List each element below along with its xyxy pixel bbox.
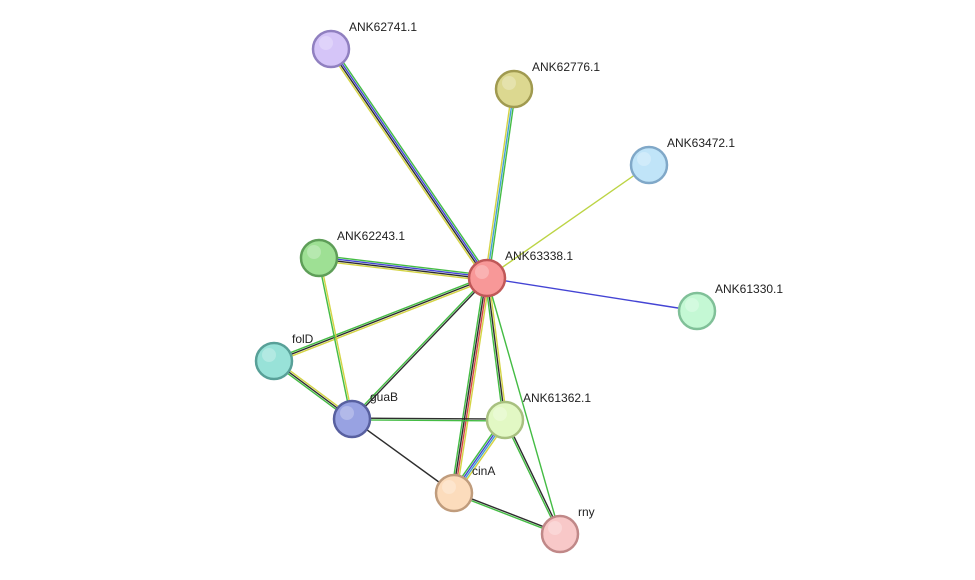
edge-evidence-line [505,419,562,534]
node-label: ANK62741.1 [349,20,417,34]
edge-evidence-line [317,258,352,420]
node-label: ANK63338.1 [505,249,573,263]
node-circle[interactable] [299,238,339,278]
node-ank61362-1[interactable]: ANK61362.1 [485,391,591,440]
edge-evidence-line [352,417,506,420]
node-ank61330-1[interactable]: ANK61330.1 [677,282,783,331]
node-circle[interactable] [311,29,351,69]
edge-evidence-line [318,259,487,282]
node-label: folD [292,332,314,346]
node-guab[interactable]: guaB [332,390,398,439]
node-label: rny [578,505,595,519]
edge-ank62243-1-guab [317,257,354,420]
edge-evidence-line [351,419,505,422]
node-highlight [475,265,489,279]
node-ank62243-1[interactable]: ANK62243.1 [299,229,405,278]
edge-evidence-line [273,277,488,362]
node-rny[interactable]: rny [540,505,595,554]
edge-evidence-line [486,88,515,279]
edge-evidence-line [488,89,517,279]
node-fold[interactable]: folD [254,332,314,381]
node-highlight [548,521,562,535]
node-highlight [262,348,276,362]
node-circle[interactable] [629,145,669,185]
edge-ank63338-1-cina [450,277,491,494]
node-ank63472-1[interactable]: ANK63472.1 [629,136,735,185]
node-circle[interactable] [494,69,534,109]
edge-evidence-line [486,164,650,279]
edge-evidence-line [486,277,561,535]
edge-evidence-line [328,50,486,280]
edge-ank63338-1-ank63472-1 [486,164,650,279]
node-circle[interactable] [254,341,294,381]
node-circle[interactable] [467,258,507,298]
node-label: ANK62243.1 [337,229,405,243]
node-label: ANK61330.1 [715,282,783,296]
edge-evidence-line [484,88,513,278]
edge-evidence-line [452,277,487,493]
edge-ank63338-1-fold [273,275,488,364]
node-label: cinA [472,464,495,478]
edge-evidence-line [329,49,487,279]
edge-evidence-line [319,256,488,278]
edge-evidence-line [351,418,455,494]
edge-ank63338-1-rny [486,277,561,535]
node-ank62776-1[interactable]: ANK62776.1 [494,60,600,109]
node-highlight [502,76,516,90]
node-label: ANK63472.1 [667,136,735,150]
nodes-layer: ANK62741.1ANK62776.1ANK63472.1ANK62243.1… [254,20,783,554]
node-circle[interactable] [434,473,474,513]
edge-evidence-line [318,258,487,280]
edge-evidence-line [488,277,508,420]
node-circle[interactable] [677,291,717,331]
edge-ank63338-1-ank61362-1 [484,277,508,421]
edge-evidence-line [274,279,488,364]
edge-evidence-line [503,420,560,535]
node-highlight [685,298,699,312]
edge-evidence-line [319,257,354,419]
node-ank62741-1[interactable]: ANK62741.1 [311,20,417,69]
node-label: ANK61362.1 [523,391,591,405]
edge-ank63338-1-ank62776-1 [484,88,517,279]
node-circle[interactable] [485,400,525,440]
node-highlight [637,152,651,166]
node-label: guaB [370,390,398,404]
edge-evidence-line [450,277,486,493]
edge-evidence-line [454,278,489,494]
node-highlight [442,480,456,494]
node-label: ANK62776.1 [532,60,600,74]
edge-evidence-line [455,278,491,494]
edge-evidence-line [486,277,506,421]
node-ank63338-1[interactable]: ANK63338.1 [467,249,573,298]
edge-evidence-line [486,277,698,312]
edge-evidence-line [273,275,487,360]
edge-evidence-line [332,47,490,277]
edge-evidence-line [319,254,488,277]
edge-ank61362-1-rny [503,419,562,535]
node-highlight [307,245,321,259]
node-cina[interactable]: cinA [434,464,495,513]
node-highlight [319,36,333,50]
edge-guab-ank61362-1 [351,417,506,422]
edge-ank63338-1-ank62243-1 [318,254,488,282]
node-highlight [493,407,507,421]
node-circle[interactable] [332,399,372,439]
edge-evidence-line [484,278,504,421]
node-circle[interactable] [540,514,580,554]
edge-ank63338-1-guab [350,276,489,421]
edge-evidence-line [352,278,489,421]
edge-ank63338-1-ank62741-1 [328,47,490,280]
edge-evidence-line [331,48,489,278]
edge-guab-cina [351,418,455,494]
edge-ank63338-1-ank61330-1 [486,277,698,312]
edge-evidence-line [350,276,487,419]
node-highlight [340,406,354,420]
